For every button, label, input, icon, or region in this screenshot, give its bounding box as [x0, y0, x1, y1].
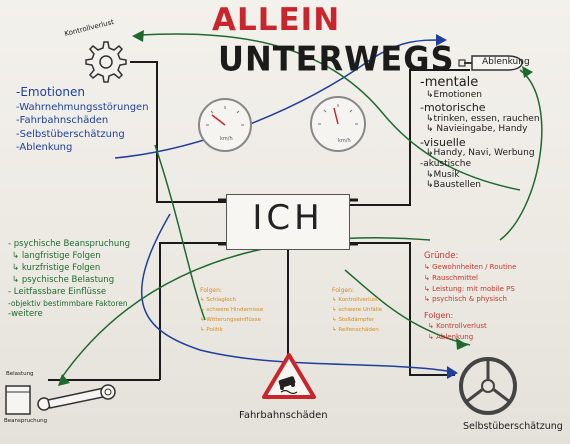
list-item: ↳Musik: [426, 169, 460, 180]
speedometer-left-icon: [198, 98, 252, 152]
arrowhead-green-4: [456, 338, 468, 350]
piston-icon: [4, 382, 124, 427]
list-item: ↳ Kontrollverlust: [332, 297, 379, 304]
list-item: ↳ Ablenkung: [428, 332, 474, 341]
list-item: ↳ schwere Unfälle: [332, 307, 383, 314]
speedometer-right-icon: [310, 96, 366, 152]
list-item: ↳ psychisch & physisch: [424, 294, 507, 303]
gear-icon: [76, 38, 132, 91]
left-factor-list: -Emotionen -Wahrnehmungsstörungen -Fahrb…: [16, 86, 149, 154]
guitar-label: Ablenkung: [482, 57, 530, 67]
green-line-2: [499, 69, 543, 241]
green-line-5: [344, 269, 471, 346]
reasons-list: Gründe: ↳ Gewohnheiten / Routine ↳ Rausc…: [424, 252, 516, 303]
list-item: -Ablenkung: [16, 142, 73, 154]
list-heading: Folgen:: [332, 287, 354, 294]
list-item: ↳ Leistung: mit mobile PS: [424, 284, 515, 293]
steering-wheel-icon: [456, 356, 520, 421]
list-item: ↳ Kontrollverlust: [428, 322, 487, 331]
list-item: ↳Baustellen: [426, 180, 481, 191]
list-item: -Fahrbahnschäden: [16, 115, 109, 127]
list-item: -visuelle: [420, 135, 466, 149]
wire-bottom-right: [350, 242, 455, 376]
list-item: ↳ Politik: [200, 326, 223, 333]
list-item: ↳ Navieingabe, Handy: [426, 124, 528, 135]
distraction-types-list: -mentale ↳Emotionen -motorische ↳trinken…: [420, 76, 540, 191]
blue-line-1: [114, 39, 441, 159]
arrowhead-green-2: [522, 66, 533, 78]
list-item: ↳ langfristige Folgen: [12, 250, 101, 261]
list-item: -motorische: [420, 101, 486, 115]
arrowhead-green-3: [58, 374, 70, 386]
consequences-center-left: Folgen: ↳ Schlagloch ↳ schwere Hindernis…: [200, 287, 264, 333]
list-item: ↳Handy, Navi, Werbung: [426, 148, 535, 159]
consequences-right-list: Folgen: ↳ Kontrollverlust ↳ Ablenkung: [424, 311, 487, 341]
list-item: - Leitfassbare Einflüsse: [8, 286, 107, 297]
list-heading: Gründe:: [424, 251, 459, 261]
wire-bottom-left-a: [159, 242, 226, 380]
piston-label-top: Belastung: [6, 371, 34, 377]
list-heading: Folgen:: [424, 311, 454, 320]
green-line-1: [139, 33, 521, 191]
blue-line-2: [140, 213, 456, 373]
wire-top-right: [350, 69, 470, 206]
center-label: ICH: [252, 198, 324, 238]
title-line-2: UNTERWEGS: [218, 39, 455, 79]
green-line-3: [59, 237, 431, 381]
list-item: -weitere: [8, 309, 43, 320]
list-heading: Folgen:: [200, 287, 222, 294]
list-item: -Emotionen: [16, 85, 85, 99]
list-item: ↳ Schlagloch: [200, 297, 237, 304]
wire-top-left: [130, 61, 226, 203]
title-line-1: ALLEIN: [212, 2, 341, 38]
list-item: -mentale: [420, 75, 479, 90]
arrowhead-blue-1: [436, 34, 447, 46]
center-box: ICH: [226, 194, 350, 250]
piston-label-bottom: Beanspruchung: [4, 418, 48, 424]
list-item: ↳ Reifenschäden: [332, 326, 379, 333]
arrowhead-blue-2: [447, 366, 458, 379]
green-line-4: [154, 144, 206, 321]
list-item: -akustische: [420, 159, 471, 170]
consequences-center-right: Folgen: ↳ Kontrollverlust ↳ schwere Unfä…: [332, 287, 383, 333]
stress-factor-list: - psychische Beanspruchung ↳ langfristig…: [8, 240, 130, 319]
list-item: ↳ kurzfristige Folgen: [12, 262, 101, 273]
guitar-icon: [458, 52, 524, 74]
warning-sign-icon: [261, 352, 317, 405]
list-item: ↳ psychische Belastung: [12, 274, 115, 285]
gauge-right-unit: km/h: [338, 138, 351, 144]
list-item: ↳ Rauschmittel: [424, 274, 478, 283]
arrowhead-green-1: [132, 30, 144, 42]
list-item: -objektiv bestimmbare Faktoren: [8, 298, 128, 308]
list-item: ↳ schwere Hindernisse: [200, 307, 264, 314]
list-item: ↳ Stoßdämpfer: [332, 316, 375, 323]
list-item: ↳trinken, essen, rauchen: [426, 113, 540, 124]
gauge-left-unit: km/h: [220, 136, 233, 142]
list-item: - psychische Beanspruchung: [8, 239, 131, 249]
list-item: -Wahrnehmungsstörungen: [16, 101, 149, 113]
list-item: ↳ Witterungseinflüsse: [200, 316, 261, 323]
list-item: -Selbstüberschätzung: [16, 128, 125, 140]
list-item: ↳ Gewohnheiten / Routine: [424, 262, 517, 271]
bottom-right-label: Selbstüberschätzung: [463, 421, 563, 432]
bottom-center-label: Fahrbahnschäden: [239, 410, 328, 421]
list-item: ↳Emotionen: [426, 89, 482, 100]
